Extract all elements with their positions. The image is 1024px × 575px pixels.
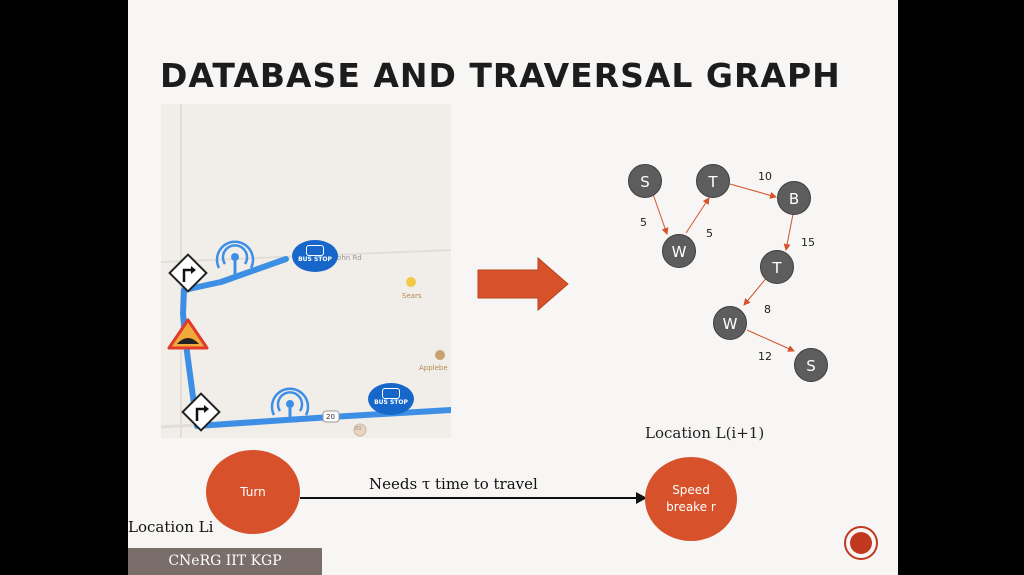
route-shield-20: 20 — [326, 413, 335, 421]
graph-node-t1: T — [696, 164, 730, 198]
footer-label: CNeRG IIT KGP — [128, 548, 322, 575]
speed-breaker-node: Speed breake r — [645, 457, 737, 541]
bus-stop-icon-1: BUS STOP — [292, 240, 338, 272]
edge-weight-label: 15 — [801, 236, 815, 249]
edge-weight-label: 5 — [640, 216, 647, 229]
slide-title: DATABASE AND TRAVERSAL GRAPH — [160, 56, 841, 95]
turn-right-sign-icon-2 — [181, 392, 221, 432]
map-canvas — [161, 104, 451, 438]
travel-time-label: Needs τ time to travel — [369, 475, 538, 493]
slide-nav-button[interactable] — [844, 526, 878, 560]
graph-node-w1: W — [662, 234, 696, 268]
edge-weight-label: 8 — [764, 303, 771, 316]
turn-right-sign-icon-1 — [168, 253, 208, 293]
right-arrow-icon — [477, 256, 569, 312]
bus-icon — [306, 245, 324, 256]
poi-sears-label: Sears — [402, 292, 422, 300]
traversal-graph: S T B W T W S 5 5 10 15 8 12 — [608, 150, 868, 390]
map-view[interactable]: John Rd Sears Applebe 20 83 BUS STOP BUS… — [161, 104, 451, 438]
graph-node-w2: W — [713, 306, 747, 340]
wifi-signal-icon-2 — [270, 387, 310, 422]
wifi-signal-icon-1 — [215, 240, 255, 276]
edge-weight-label: 5 — [706, 227, 713, 240]
location-next-label: Location L(i+1) — [645, 424, 765, 442]
slide: DATABASE AND TRAVERSAL GRAPH — [128, 0, 898, 575]
graph-edges — [652, 183, 795, 352]
road-label: John Rd — [335, 254, 362, 262]
turn-node: Turn — [206, 450, 300, 534]
bus-stop-icon-2: BUS STOP — [368, 383, 414, 415]
edge-weight-label: 12 — [758, 350, 772, 363]
bus-icon — [382, 388, 400, 399]
bus-stop-label: BUS STOP — [298, 256, 332, 263]
circle-icon — [850, 532, 872, 554]
turn-label: Turn — [240, 485, 266, 499]
edge-weight-label: 10 — [758, 170, 772, 183]
speed-breaker-sign-icon — [167, 318, 209, 350]
graph-node-t2: T — [760, 250, 794, 284]
graph-node-s2: S — [794, 348, 828, 382]
location-current-label: Location Li — [128, 518, 214, 536]
route-shield-83: 83 — [355, 426, 362, 432]
graph-node-s1: S — [628, 164, 662, 198]
travel-arrow-icon — [300, 492, 647, 504]
speed-breaker-label: Speed breake r — [666, 483, 716, 514]
bus-stop-label: BUS STOP — [374, 399, 408, 406]
graph-node-b: B — [777, 181, 811, 215]
poi-applebee-label: Applebe — [419, 364, 448, 372]
